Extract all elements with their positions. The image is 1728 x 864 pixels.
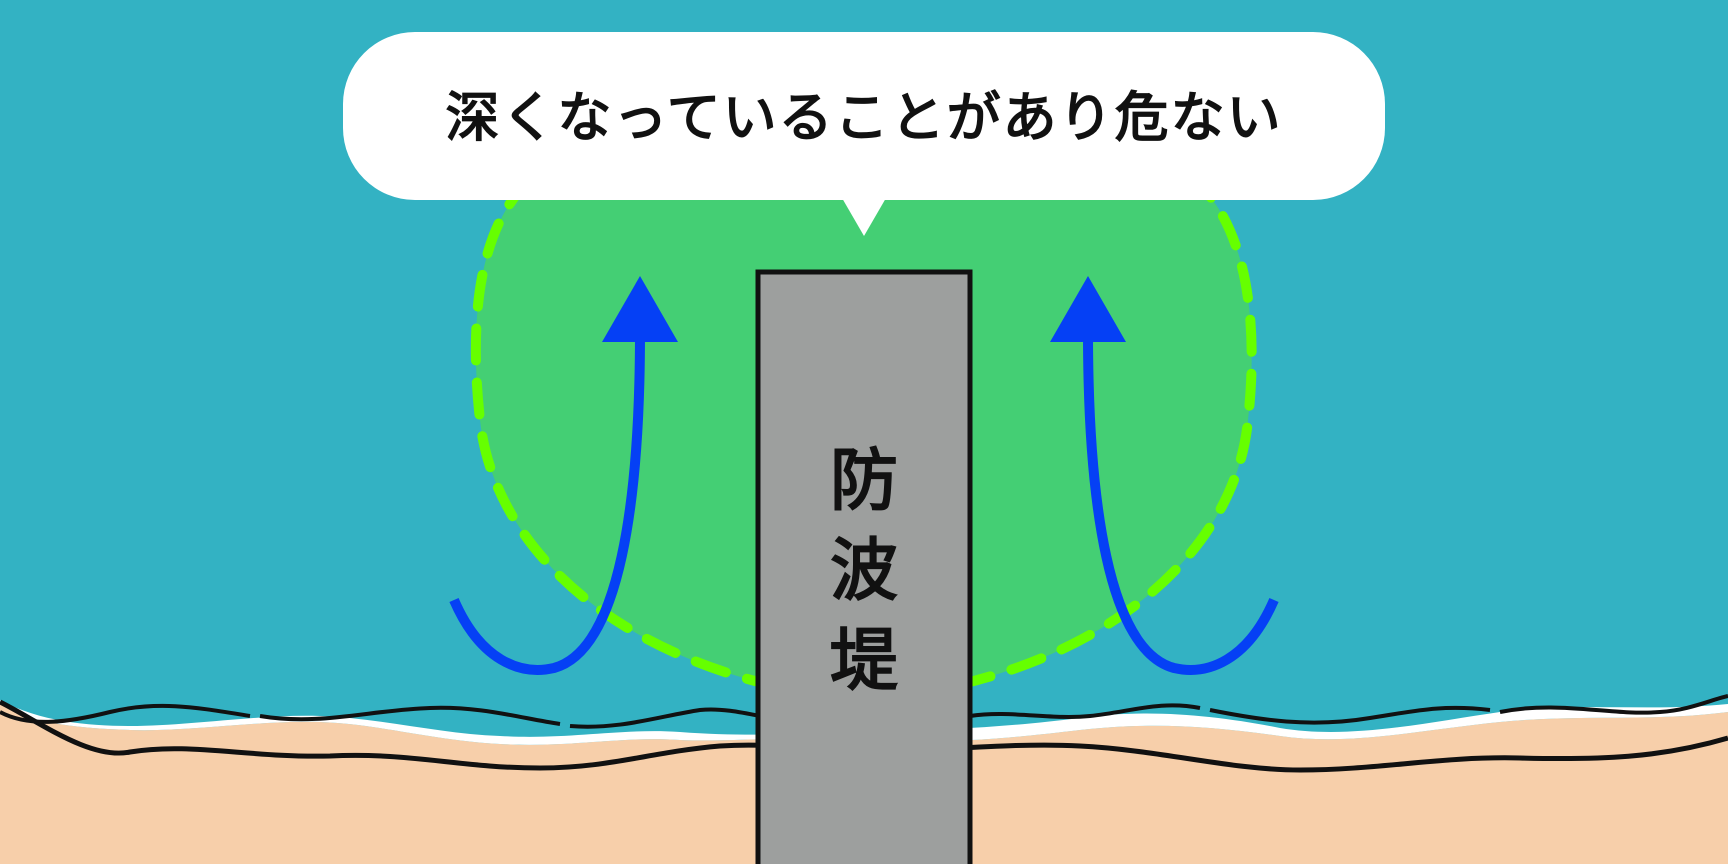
wave-crest [569, 707, 761, 729]
speech-bubble: 深くなっていることがあり危ない [343, 32, 1385, 236]
wave-crest [969, 703, 1201, 719]
speech-bubble-tail [842, 198, 886, 236]
current-up-arrow-icon [1050, 276, 1126, 342]
speech-bubble-body [343, 32, 1385, 200]
current-up-arrow-icon [602, 276, 678, 342]
wave-crest [0, 703, 251, 724]
breakwater: 防 波 堤 [755, 269, 973, 864]
breakwater-label-char: 防 [830, 442, 898, 521]
speech-bubble-text: 深くなっていることがあり危ない [445, 86, 1282, 149]
breakwater-body [755, 269, 973, 864]
breakwater-label-char: 堤 [830, 622, 899, 701]
current-arrow-left [449, 276, 678, 675]
current-arrow-right [1050, 276, 1279, 675]
surf-foam [0, 700, 1728, 745]
current-path [449, 331, 645, 675]
current-path [1083, 331, 1279, 675]
wave-crest [1209, 705, 1491, 725]
wave-crest [259, 705, 561, 726]
breakwater-label-char: 波 [830, 532, 898, 611]
wave-crest [1499, 694, 1728, 715]
